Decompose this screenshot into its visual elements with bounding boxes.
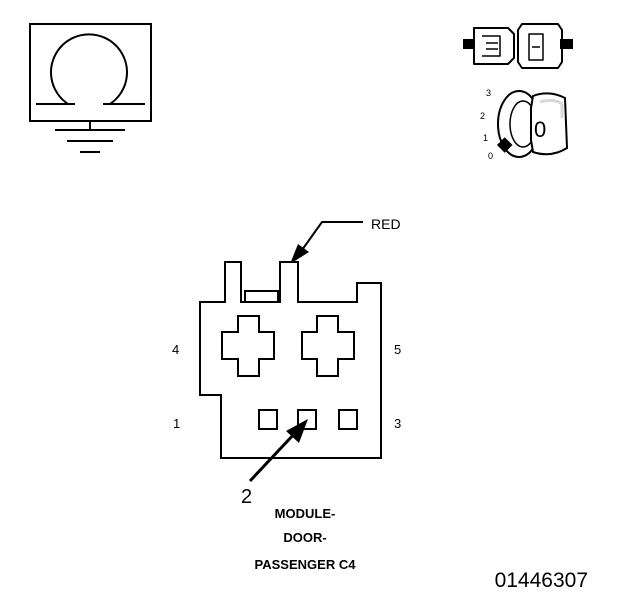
ignition-switch-icon: 3 2 1 0 0: [480, 88, 569, 161]
arrow-head: [286, 419, 308, 443]
connector-mating-icon: [463, 23, 573, 69]
connector-name-line2: DOOR-: [283, 530, 326, 545]
pin-label-5: 5: [394, 342, 401, 357]
ignition-position-3: 3: [486, 88, 491, 98]
ignition-position-0: 0: [488, 151, 493, 161]
key-label: 0: [534, 117, 546, 142]
pin-label-1: 1: [173, 416, 180, 431]
pin-label-3: 3: [394, 416, 401, 431]
pin-label-2: 2: [241, 486, 252, 508]
connector-name-line1: MODULE-: [275, 506, 336, 521]
red-wire-callout: RED: [290, 216, 401, 264]
pin-label-4: 4: [172, 342, 179, 357]
cavity-3: [338, 409, 358, 430]
cavity-1: [258, 409, 278, 430]
wire-color-label: RED: [371, 216, 401, 232]
cavity-5: [301, 315, 355, 377]
connector-name-line3: PASSENGER C4: [255, 557, 357, 572]
connector-body: [199, 261, 382, 459]
position-marker: [496, 137, 513, 153]
ignition-position-2: 2: [480, 111, 485, 121]
key-head: [530, 92, 569, 156]
ground-symbol: [29, 23, 152, 153]
connector-latch: [244, 290, 279, 302]
figure-number: 01446307: [495, 569, 588, 592]
ground-symbol-frame: [29, 23, 152, 122]
pin-2-callout: 2: [241, 419, 308, 508]
cavity-4: [221, 315, 275, 377]
ignition-position-1: 1: [483, 133, 488, 143]
connector-c4-face: [199, 261, 382, 459]
arrow-head: [290, 244, 309, 264]
omega-icon: [50, 33, 128, 105]
